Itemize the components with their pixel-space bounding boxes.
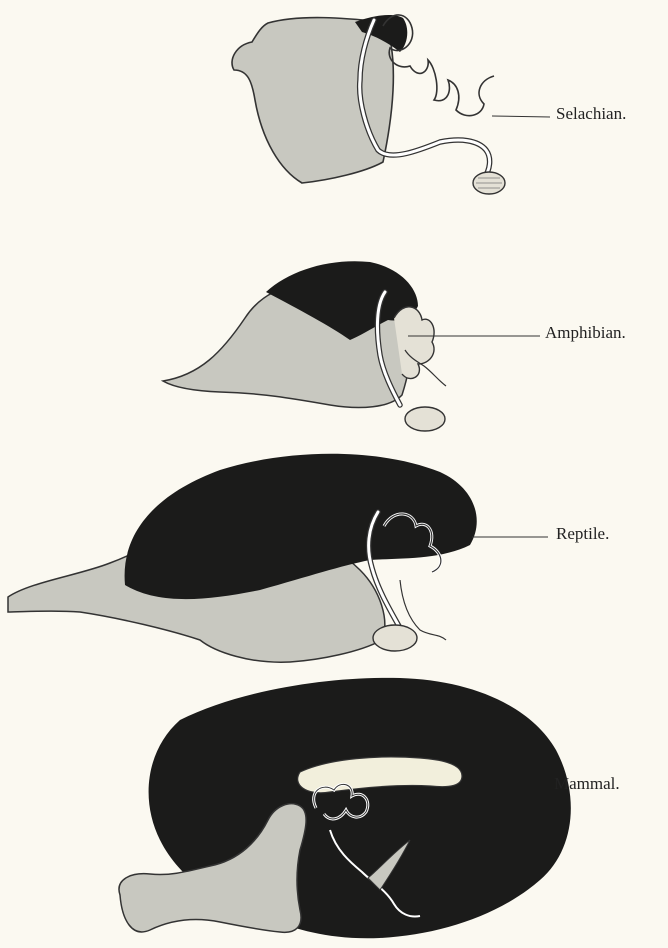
reptile-brain (8, 454, 477, 662)
selachian-brain (232, 15, 505, 194)
amphibian-hypophysis (405, 407, 445, 431)
reptile-label: Reptile. (556, 524, 666, 544)
reptile-pallium (125, 454, 477, 599)
mammal-brain (119, 678, 571, 938)
amphibian-label: Amphibian. (545, 323, 668, 343)
selachian-leader-line (492, 116, 550, 117)
selachian-label: Selachian. (556, 104, 666, 124)
selachian-hemisphere (232, 18, 393, 183)
reptile-hypophysis (373, 625, 417, 651)
amphibian-brain (163, 261, 446, 431)
mammal-label: Mammal. (554, 774, 666, 794)
